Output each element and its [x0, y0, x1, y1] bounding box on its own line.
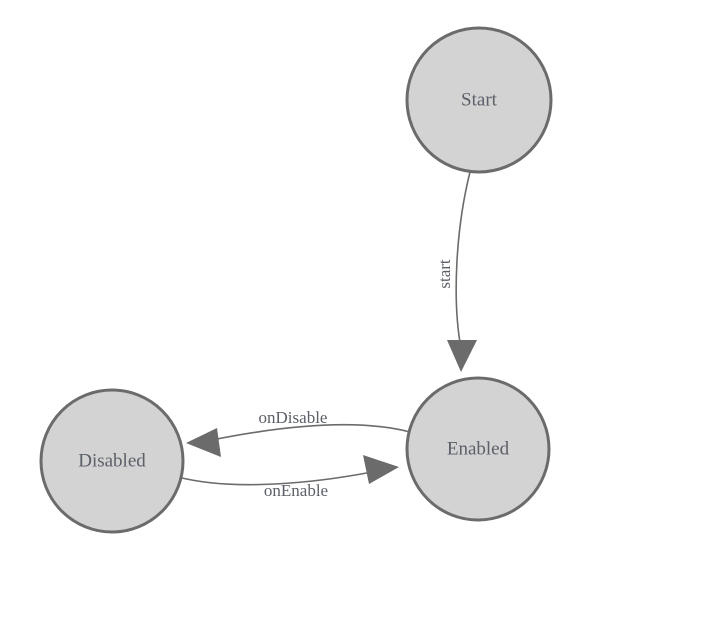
edge-start-to-enabled[interactable]: start [435, 171, 477, 372]
edge-disabled-to-enabled[interactable]: onEnable [177, 455, 399, 500]
state-node-start-circle [405, 26, 553, 174]
state-node-disabled[interactable]: Disabled [39, 388, 185, 534]
state-node-disabled-label: Disabled [78, 450, 146, 471]
nodes-layer: Start Disabled Enabled [39, 26, 553, 534]
edge-label-onenable: onEnable [264, 481, 328, 500]
edge-label-ondisable: onDisable [259, 408, 328, 427]
edges-layer: start onDisable onEnable [177, 171, 477, 500]
edge-line-disabled-to-enabled [177, 471, 373, 486]
edge-line-start-to-enabled [455, 171, 471, 349]
edge-label-start: start [435, 259, 454, 289]
state-node-enabled-label: Enabled [447, 438, 510, 459]
state-node-disabled-circle [39, 388, 185, 534]
state-node-start-label: Start [461, 89, 498, 110]
state-node-enabled-circle [405, 376, 551, 522]
arrowhead-icon-start-to-enabled [447, 340, 477, 372]
edge-line-enabled-to-disabled [211, 423, 411, 441]
edge-enabled-to-disabled[interactable]: onDisable [186, 408, 411, 457]
state-node-start[interactable]: Start [405, 26, 553, 174]
arrowhead-icon-disabled-to-enabled [363, 455, 399, 484]
arrowhead-icon-enabled-to-disabled [186, 428, 221, 457]
state-node-enabled[interactable]: Enabled [405, 376, 551, 522]
